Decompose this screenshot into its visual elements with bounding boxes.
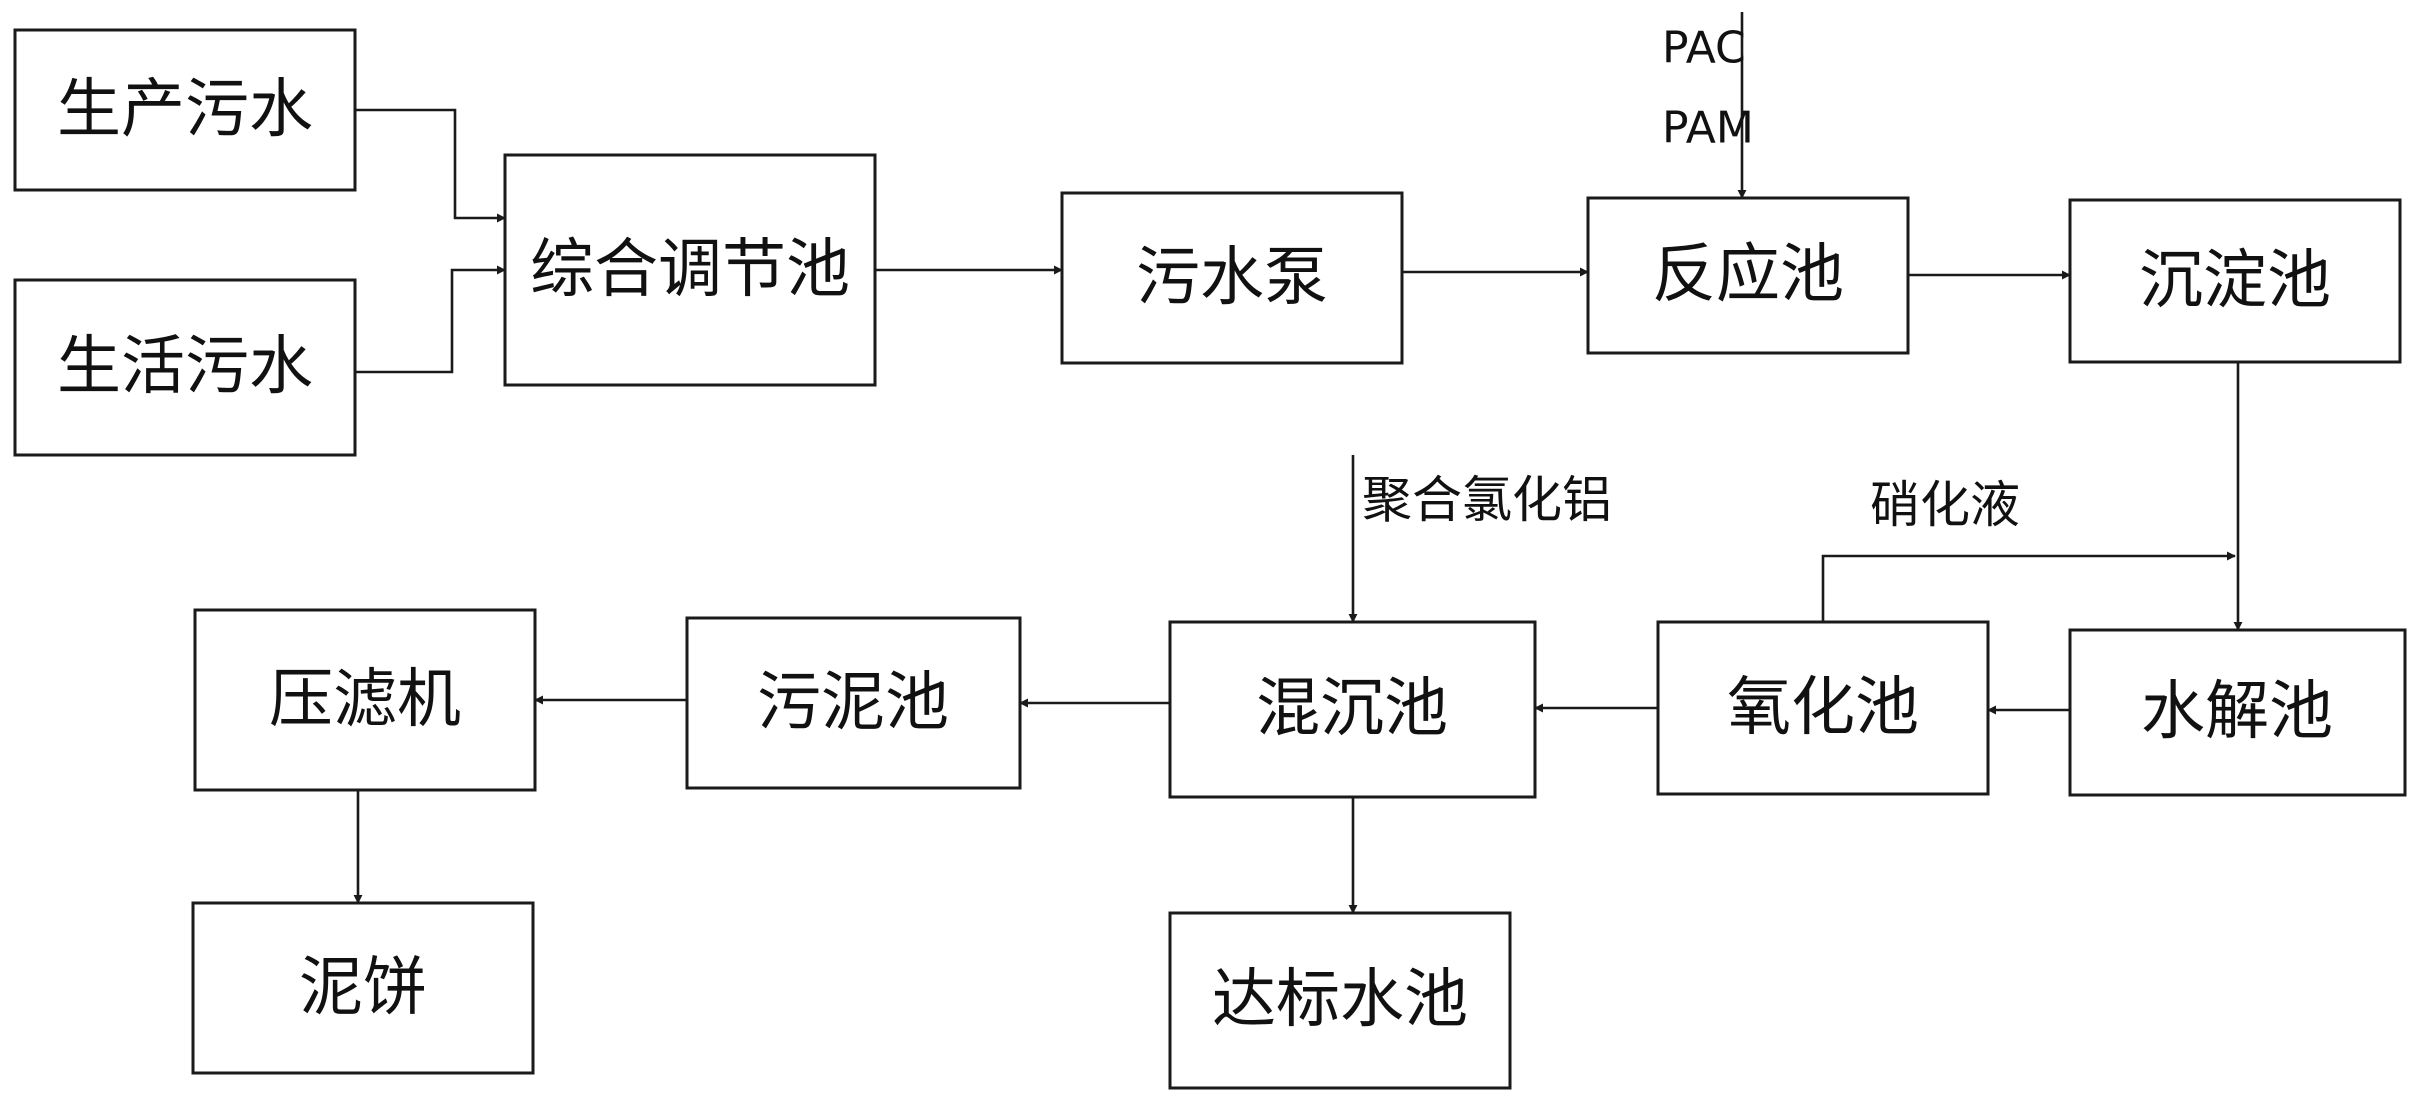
node-coag-settling-tank: 混沉池 <box>1168 620 1537 799</box>
node-label: 达标水池 <box>1212 963 1468 1037</box>
edge-nitrification-recycle <box>1821 551 2236 622</box>
node-hydrolysis-tank: 水解池 <box>2068 628 2407 797</box>
node-sedimentation-tank: 沉淀池 <box>2068 198 2402 364</box>
node-label: 混沉池 <box>1256 672 1448 746</box>
edge-domestic-to-equalization <box>355 265 506 374</box>
node-equalization-tank: 综合调节池 <box>503 153 877 387</box>
node-label: 反应池 <box>1652 238 1844 312</box>
node-label: 生产污水 <box>57 73 313 147</box>
node-label: 氧化池 <box>1727 671 1919 745</box>
node-domestic-sewage: 生活污水 <box>13 278 357 457</box>
node-mud-cake: 泥饼 <box>191 901 535 1075</box>
node-label: 水解池 <box>2141 675 2333 749</box>
node-reaction-tank: 反应池 <box>1586 196 1910 355</box>
node-oxidation-tank: 氧化池 <box>1656 620 1990 796</box>
node-label: 污水泵 <box>1136 241 1328 315</box>
label-pac: PAC <box>1662 23 1746 74</box>
node-label: 泥饼 <box>299 951 427 1025</box>
label-pam: PAM <box>1662 103 1754 154</box>
node-label: 压滤机 <box>269 663 461 737</box>
label-nitrification-liquid: 硝化液 <box>1870 476 2020 534</box>
node-sewage-pump: 污水泵 <box>1060 191 1404 365</box>
node-sludge-tank: 污泥池 <box>685 616 1022 790</box>
edge-production-to-equalization <box>355 108 506 223</box>
label-polyaluminium-chloride: 聚合氯化铝 <box>1362 471 1612 529</box>
node-label: 生活污水 <box>57 330 313 404</box>
node-label: 污泥池 <box>757 666 949 740</box>
node-label: 综合调节池 <box>530 233 850 307</box>
node-production-sewage: 生产污水 <box>13 28 357 192</box>
node-filter-press: 压滤机 <box>193 608 537 792</box>
node-label: 沉淀池 <box>2139 244 2331 318</box>
node-compliant-water-tank: 达标水池 <box>1168 911 1512 1090</box>
